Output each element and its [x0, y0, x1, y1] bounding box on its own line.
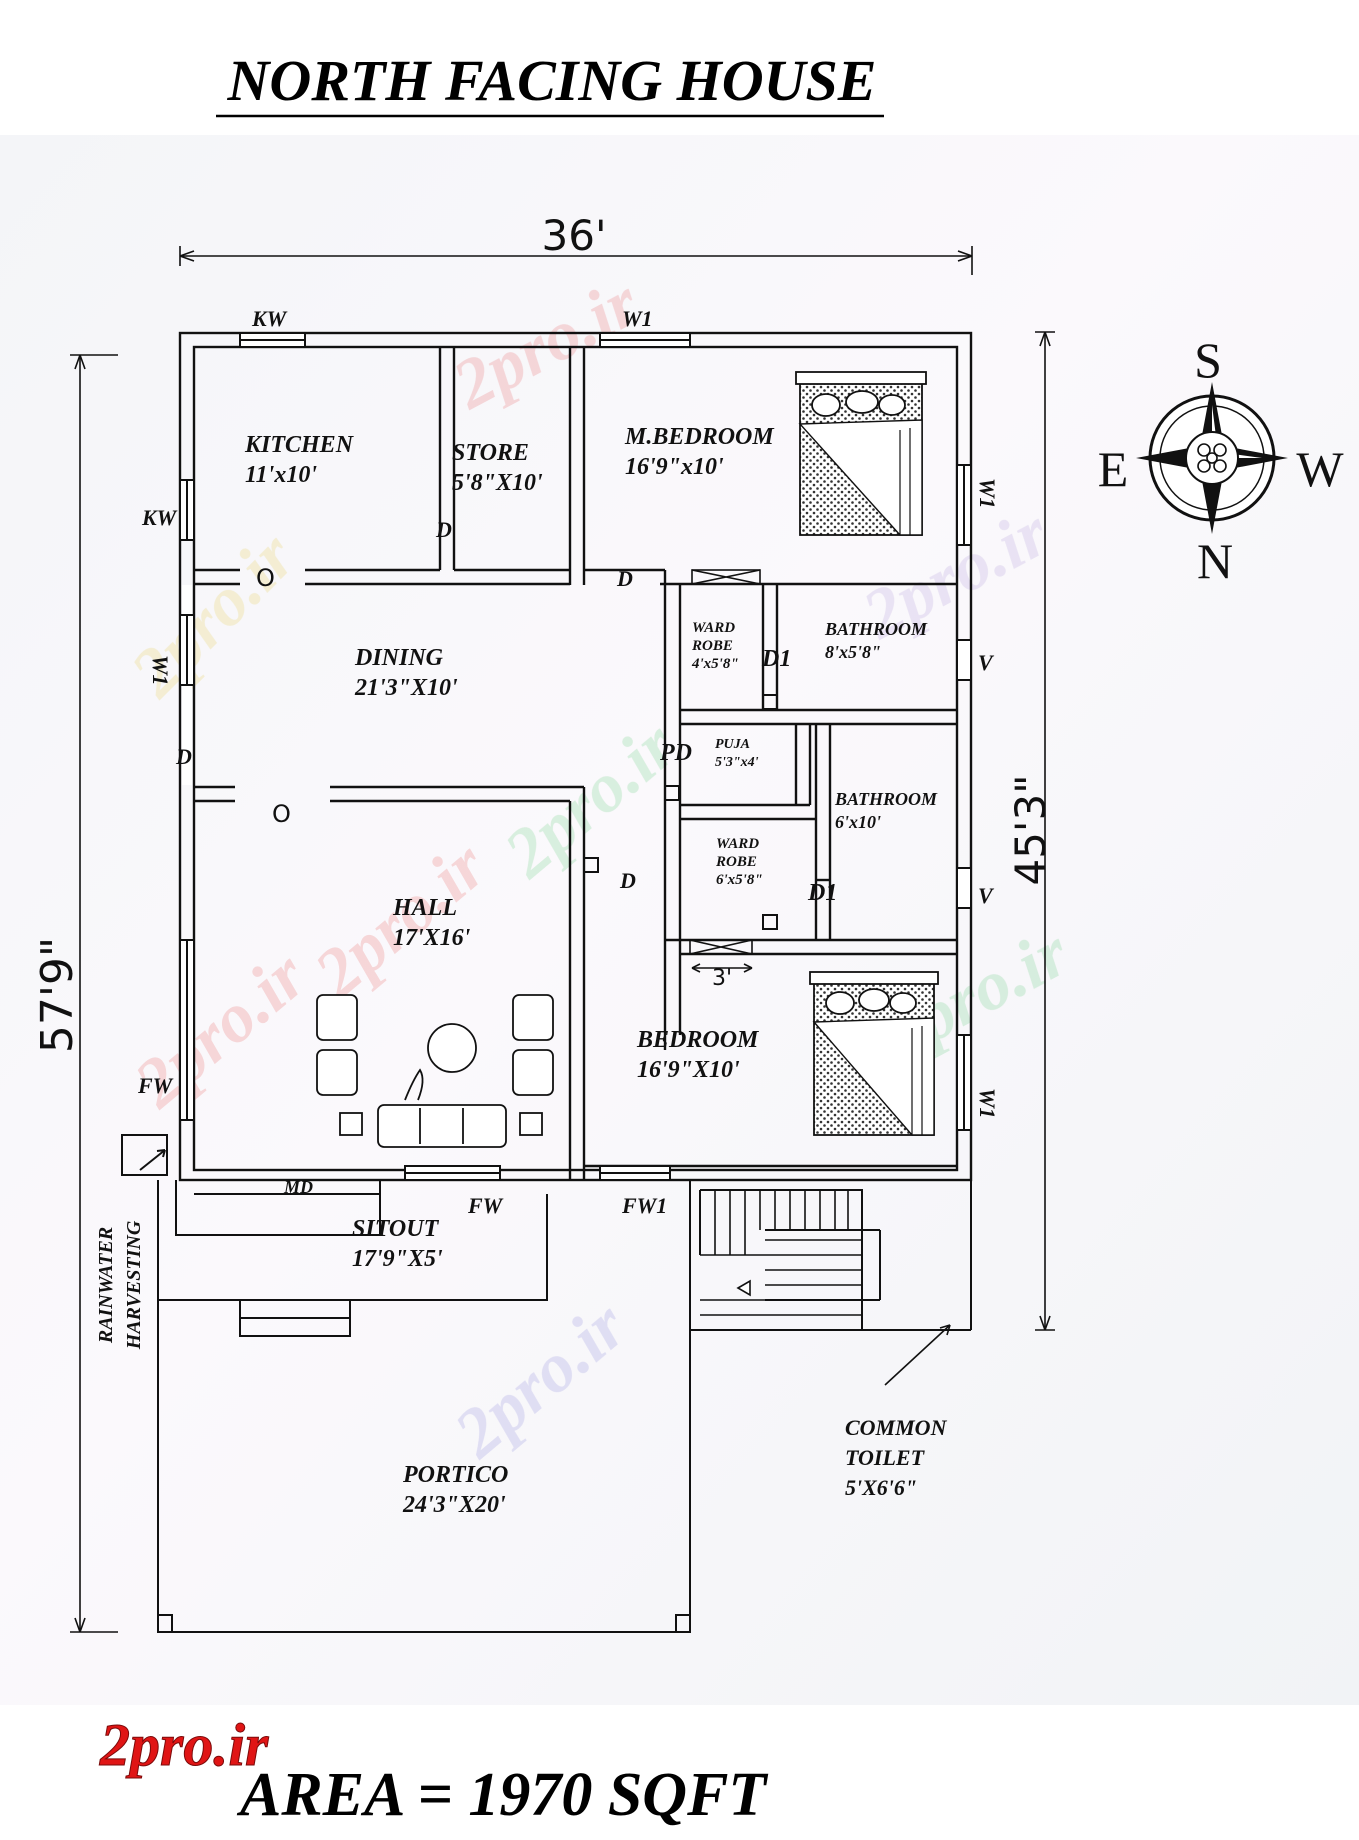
master-bedroom-size: 16'9"x10' — [625, 454, 724, 480]
french-window-bedroom-label: FW1 — [621, 1193, 667, 1218]
master-door-label: D — [616, 566, 633, 591]
watermark-logo: 2pro.ir — [99, 1712, 269, 1778]
master-bedroom-label: M.BEDROOM — [624, 424, 775, 450]
hall-label: HALL — [392, 895, 457, 921]
kitchen-window-side-label: KW — [141, 505, 178, 530]
kitchen-size: 11'x10' — [245, 462, 317, 488]
walls — [178, 331, 973, 1182]
room-labels: KITCHEN 11'x10' STORE 5'8"X10' M.BEDROOM… — [95, 424, 948, 1518]
sitout-label: SITOUT — [352, 1216, 440, 1242]
french-window-sitout-label: FW — [467, 1193, 504, 1218]
portico-size: 24'3"X20' — [402, 1492, 506, 1518]
opening-labels: KW W1 KW W1 W1 W1 D D D D O O D1 D1 PD V… — [137, 306, 1000, 1218]
ward-robe-1-line1: WARD — [692, 620, 735, 636]
bedroom-door-label: D — [619, 868, 636, 893]
hall-opening-label: O — [272, 800, 291, 828]
master-window-top-label: W1 — [622, 306, 653, 331]
ward-robe-1-door-label: D1 — [761, 646, 791, 672]
kitchen-label: KITCHEN — [244, 432, 355, 458]
house-depth-dimension: 45'3" — [1006, 774, 1055, 885]
store-label: STORE — [452, 440, 529, 466]
bathroom-2-size: 6'x10' — [835, 812, 881, 832]
compass-right-letter: W — [1296, 441, 1344, 497]
common-toilet-size: 5'X6'6" — [845, 1475, 917, 1500]
dimension-lines — [70, 246, 1055, 1633]
master-side-window-label: W1 — [975, 478, 1000, 509]
ward-robe-1-size: 4'x5'8" — [691, 656, 739, 672]
side-door-label: D — [175, 744, 192, 769]
bedroom-label: BEDROOM — [636, 1027, 760, 1053]
puja-label: PUJA — [715, 737, 750, 752]
bathroom-1-label: BATHROOM — [824, 619, 928, 639]
ward-robe-2-line1: WARD — [716, 836, 759, 852]
common-toilet-line1: COMMON — [845, 1415, 948, 1440]
puja-door-label: PD — [659, 740, 692, 766]
stair-gap-dimension: 3' — [712, 966, 732, 991]
door-stubs — [439, 557, 778, 930]
compass-bottom-letter: N — [1197, 533, 1233, 589]
width-dimension: 36' — [542, 211, 607, 260]
dining-label: DINING — [354, 645, 444, 671]
compass-left-letter: E — [1098, 441, 1129, 497]
rainwater-line2: HARVESTING — [123, 1220, 145, 1350]
compass-top-letter: S — [1194, 332, 1222, 388]
ward-robe-2-door-label: D1 — [807, 880, 837, 906]
ward-robe-1-line2: ROBE — [691, 638, 733, 654]
bathroom-1-size: 8'x5'8" — [825, 642, 881, 662]
plan-title: NORTH FACING HOUSE — [227, 48, 877, 113]
wardrobe-shelves — [689, 569, 761, 973]
kitchen-window-top-label: KW — [251, 306, 288, 331]
common-toilet-line2: TOILET — [845, 1445, 926, 1470]
windows — [179, 332, 972, 1181]
master-bed — [795, 371, 927, 536]
exterior-outlines — [121, 1134, 972, 1633]
area-label: AREA = 1970 SQFT — [236, 1761, 768, 1829]
ward-robe-2-line2: ROBE — [715, 854, 757, 870]
rainwater-line1: RAINWATER — [95, 1227, 117, 1344]
bedroom-size: 16'9"X10' — [637, 1057, 740, 1083]
puja-size: 5'3"x4' — [715, 755, 759, 770]
main-door-label: MD — [283, 1177, 313, 1197]
bedroom-side-window-label: W1 — [975, 1088, 1000, 1119]
store-door-label: D — [435, 517, 452, 542]
dining-opening-label: O — [256, 564, 275, 592]
bedroom-bed — [809, 971, 939, 1136]
store-size: 5'8"X10' — [452, 470, 543, 496]
compass-rose-icon — [1136, 382, 1288, 534]
ward-robe-2-size: 6'x5'8" — [716, 872, 763, 888]
dining-size: 21'3"X10' — [354, 675, 458, 701]
ventilator-1-label: V — [978, 650, 995, 675]
bathroom-2-label: BATHROOM — [834, 789, 938, 809]
ventilator-2-label: V — [978, 883, 995, 908]
hall-size: 17'X16' — [393, 925, 471, 951]
staircase-treads — [700, 1190, 951, 1386]
portico-label: PORTICO — [402, 1462, 508, 1488]
total-depth-dimension: 57'9" — [32, 937, 83, 1053]
hall-furniture — [316, 994, 554, 1148]
dining-window-label: W1 — [148, 655, 173, 686]
french-window-side-label: FW — [137, 1073, 174, 1098]
sitout-size: 17'9"X5' — [352, 1246, 443, 1272]
